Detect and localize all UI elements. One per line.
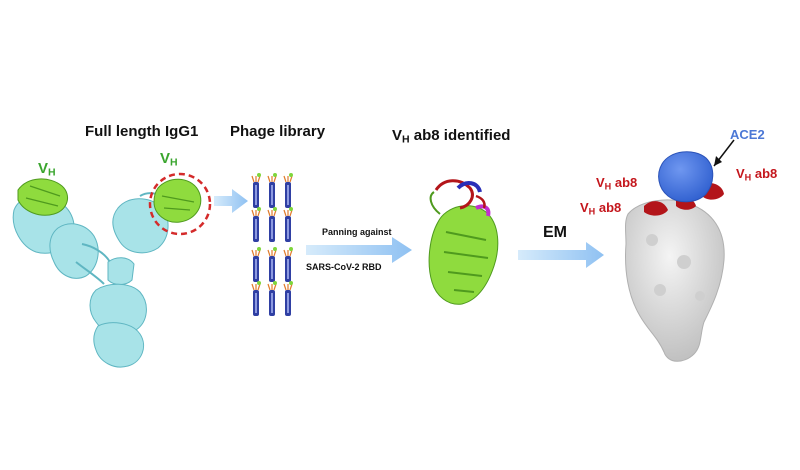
arrow-panning	[306, 237, 412, 263]
phage-particle	[267, 281, 277, 316]
phage-particle	[267, 247, 277, 282]
fc-region	[75, 257, 147, 368]
vh-ab8-structure	[428, 179, 499, 305]
em-label: EM	[543, 224, 567, 241]
arrow-em	[518, 242, 604, 268]
phage-particle	[283, 247, 293, 282]
vh-label-right: VH	[160, 150, 178, 169]
igg1-title: Full length IgG1	[85, 123, 199, 140]
panning-label-line1: Panning against	[322, 227, 392, 237]
vh-label-left: VH	[38, 160, 56, 179]
phage-library-title: Phage library	[230, 123, 326, 140]
cdr-blue-loop	[456, 181, 482, 193]
ace2-pointer-arrow	[713, 139, 735, 167]
phage-particle	[251, 173, 261, 208]
right-vh-domain	[153, 178, 202, 223]
igg1-antibody-structure	[12, 172, 212, 368]
panning-label-line2: SARS-CoV-2 RBD	[306, 262, 382, 272]
arrow-igg-to-phage	[214, 189, 248, 213]
spike-em-density	[625, 199, 725, 362]
phage-particle	[283, 173, 293, 208]
vh-ab8-label-2: VH ab8	[736, 166, 778, 183]
cdr-magenta-loop	[475, 204, 491, 217]
phage-particle	[267, 173, 277, 208]
phage-particle	[283, 281, 293, 316]
vh-ab8-label-3: VH ab8	[580, 200, 622, 217]
ace2-label: ACE2	[730, 127, 765, 142]
phage-particle	[251, 247, 261, 282]
phage-particle	[251, 207, 261, 242]
left-vh-domain	[17, 178, 69, 216]
cdr-red-loop	[434, 179, 474, 210]
ace2-density-blue	[658, 151, 714, 203]
phage-particle	[283, 207, 293, 242]
vh-ab8-title: VH ab8 identified	[392, 127, 511, 146]
vh-ab8-label-1: VH ab8	[596, 175, 638, 192]
phage-particle	[251, 281, 261, 316]
vh-highlight-circle	[148, 172, 212, 236]
phage-particle	[267, 207, 277, 242]
phage-library-grid	[251, 173, 293, 316]
right-fab-arm	[112, 192, 171, 254]
